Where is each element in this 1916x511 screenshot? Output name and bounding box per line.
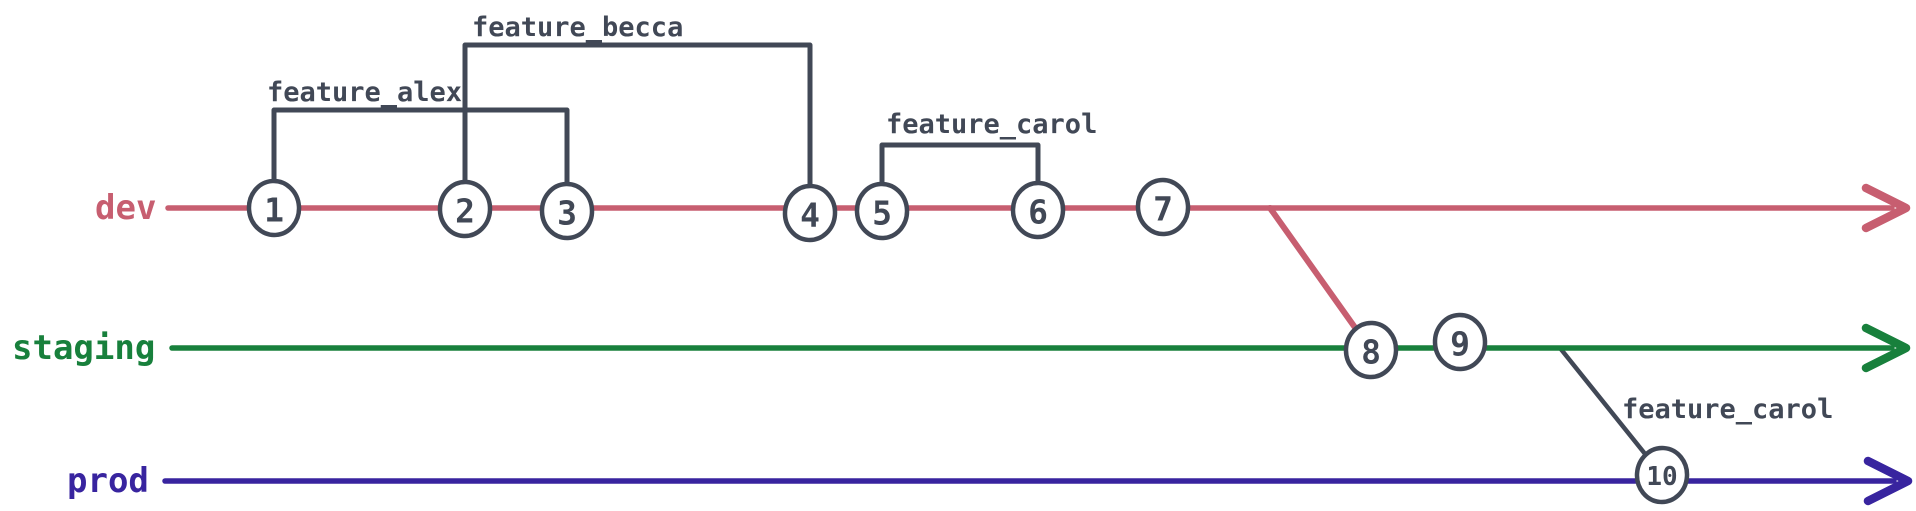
commit-2: 2 xyxy=(437,179,493,239)
commit-number-3: 3 xyxy=(557,194,577,233)
branch-arrowhead-dev-icon xyxy=(1861,183,1911,233)
branch-label-dev: dev xyxy=(95,188,156,228)
commit-number-6: 6 xyxy=(1028,193,1048,232)
commit-number-8: 8 xyxy=(1361,333,1381,372)
feature-bracket-feature_carol xyxy=(879,142,1041,214)
feature-label-feature_carol-branchoff: feature_carol xyxy=(1622,394,1833,425)
commit-3: 3 xyxy=(539,181,595,241)
feature-bracket-feature_alex xyxy=(271,107,570,214)
commit-circle-7 xyxy=(1135,177,1191,237)
commit-6: 6 xyxy=(1010,180,1066,240)
commit-circle-2 xyxy=(437,179,493,239)
commit-circle-1 xyxy=(246,178,302,238)
branch-arrowhead-staging-icon xyxy=(1861,323,1911,373)
commit-circle-5 xyxy=(854,181,910,241)
merge-line-dev-to-staging xyxy=(1267,205,1374,353)
branch-label-prod: prod xyxy=(67,461,149,501)
commit-circle-3 xyxy=(539,181,595,241)
feature-bracket-feature_becca xyxy=(462,42,813,216)
commit-1: 1 xyxy=(246,178,302,238)
feature-label-feature_alex: feature_alex xyxy=(267,77,462,108)
commit-7: 7 xyxy=(1135,177,1191,237)
commit-number-7: 7 xyxy=(1153,190,1173,229)
commit-10: 10 xyxy=(1634,445,1690,505)
commit-circle-4 xyxy=(782,183,838,243)
commit-number-10: 10 xyxy=(1646,462,1677,492)
commit-number-4: 4 xyxy=(800,196,820,235)
commit-9: 9 xyxy=(1432,312,1488,372)
branch-arrowhead-prod-icon xyxy=(1863,456,1913,506)
commit-circle-8 xyxy=(1343,320,1399,380)
commit-number-9: 9 xyxy=(1450,325,1470,364)
commit-number-1: 1 xyxy=(264,191,284,230)
commit-circle-10 xyxy=(1634,445,1690,505)
feature-label-feature_becca: feature_becca xyxy=(472,12,683,43)
commit-number-5: 5 xyxy=(872,194,892,233)
commit-number-2: 2 xyxy=(455,192,475,231)
branch-label-staging: staging xyxy=(12,328,155,368)
feature-label-feature_carol: feature_carol xyxy=(886,109,1097,140)
commit-8: 8 xyxy=(1343,320,1399,380)
commit-5: 5 xyxy=(854,181,910,241)
commit-4: 4 xyxy=(782,183,838,243)
commit-circle-9 xyxy=(1432,312,1488,372)
commit-circle-6 xyxy=(1010,180,1066,240)
